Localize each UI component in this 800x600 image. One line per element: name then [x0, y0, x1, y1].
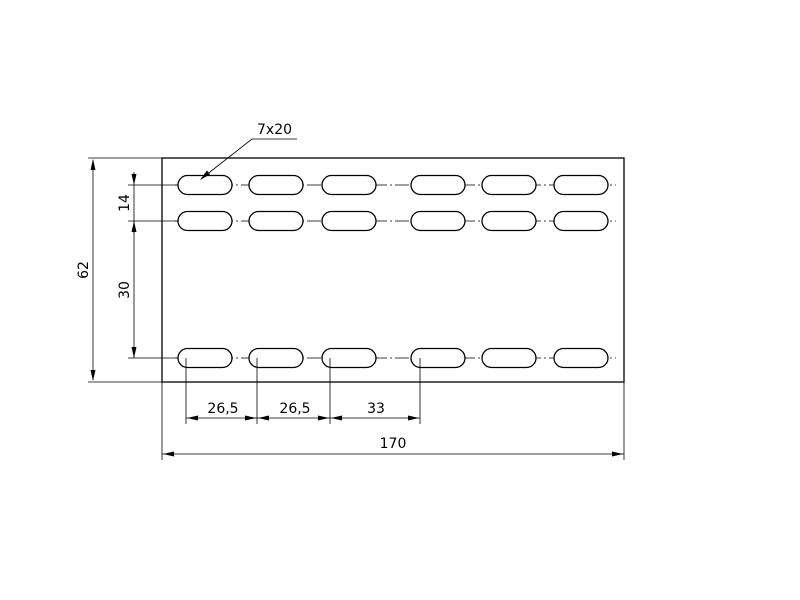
slot	[321, 174, 377, 196]
slot-callout-leader	[200, 138, 297, 180]
slot	[481, 174, 537, 196]
slot	[248, 210, 304, 232]
slot	[553, 347, 609, 369]
slot	[248, 347, 304, 369]
arrowhead	[163, 451, 174, 457]
slot	[177, 210, 233, 232]
slot	[321, 347, 377, 369]
row-spacing-top-label: 14	[117, 194, 133, 212]
row-spacing-bottom-label: 30	[117, 281, 133, 299]
slot	[248, 174, 304, 196]
slot	[410, 174, 466, 196]
pitch-1-label: 26,5	[207, 401, 238, 417]
slot	[410, 347, 466, 369]
slot	[553, 210, 609, 232]
arrowhead	[612, 451, 623, 457]
overall-width-label: 170	[380, 436, 407, 452]
slot	[553, 174, 609, 196]
arrowhead	[258, 415, 269, 421]
arrowhead	[200, 170, 210, 180]
slot-grid	[177, 174, 609, 369]
pitch-2-label: 26,5	[279, 401, 310, 417]
slot-centerlines	[175, 184, 616, 359]
slot	[410, 210, 466, 232]
dimension-lines	[90, 138, 624, 457]
arrowhead	[408, 415, 419, 421]
arrowhead	[245, 415, 256, 421]
arrowhead	[90, 370, 96, 381]
overall-height-label: 62	[76, 261, 92, 279]
plate-outline	[161, 157, 625, 383]
arrowhead	[90, 159, 96, 170]
arrowhead	[131, 174, 137, 185]
slot	[481, 210, 537, 232]
slot	[177, 174, 233, 196]
pitch-3-label: 33	[367, 401, 385, 417]
arrowhead	[318, 415, 329, 421]
slot	[321, 210, 377, 232]
extension-lines	[88, 157, 625, 460]
slot	[481, 347, 537, 369]
arrowhead	[187, 415, 198, 421]
arrowhead	[331, 415, 342, 421]
slot-callout-label: 7x20	[257, 122, 292, 138]
arrowhead	[131, 347, 137, 358]
